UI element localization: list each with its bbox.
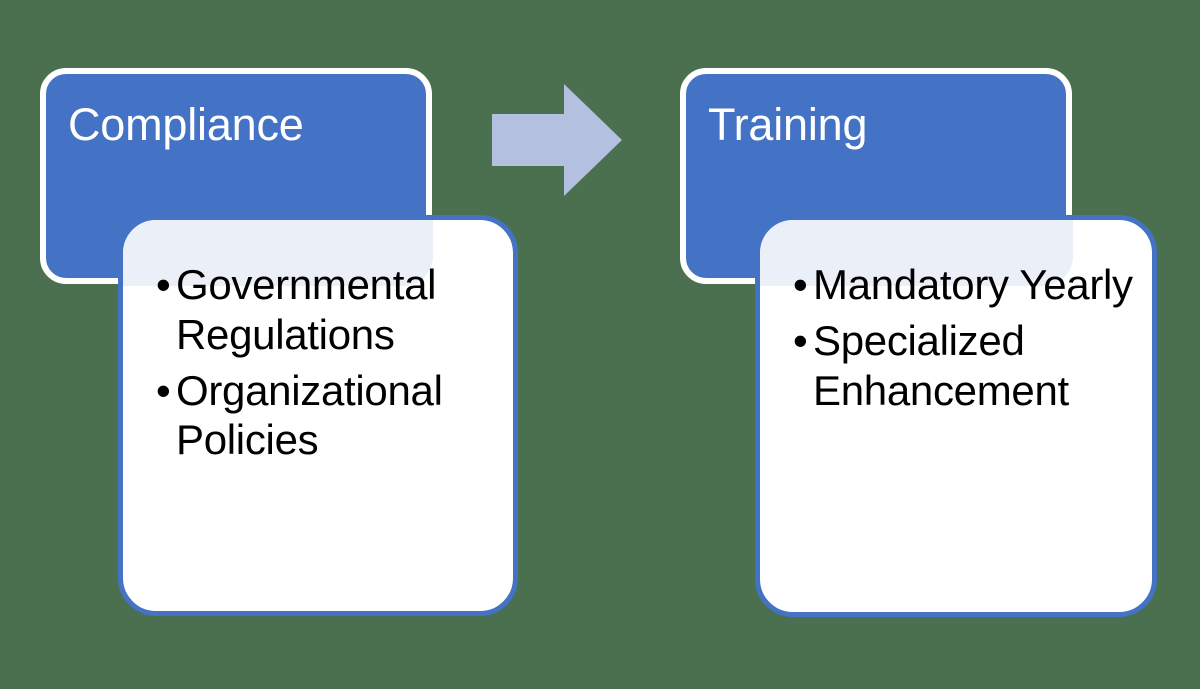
list-item: Governmental Regulations bbox=[156, 260, 499, 360]
right-arrow-icon bbox=[492, 84, 622, 196]
bullet-list: Governmental Regulations Organizational … bbox=[156, 260, 499, 471]
step-header-label: Compliance bbox=[68, 99, 304, 150]
list-item: Specialized Enhancement bbox=[793, 316, 1138, 416]
step-content-card-compliance[interactable]: Governmental Regulations Organizational … bbox=[118, 215, 518, 616]
bullet-list: Mandatory Yearly Specialized Enhancement bbox=[793, 260, 1138, 421]
step-header-label: Training bbox=[708, 99, 868, 150]
step-content-card-training[interactable]: Mandatory Yearly Specialized Enhancement bbox=[755, 215, 1157, 617]
list-item: Organizational Policies bbox=[156, 366, 499, 466]
list-item: Mandatory Yearly bbox=[793, 260, 1138, 310]
